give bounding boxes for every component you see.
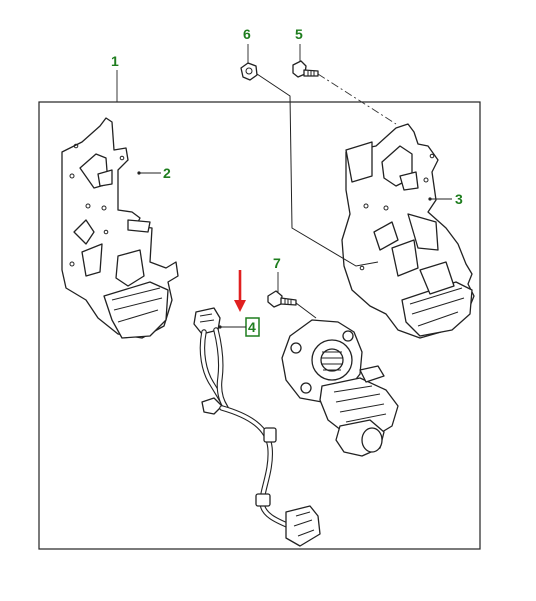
fitting-line-7 xyxy=(295,302,317,319)
callout-7: 7 xyxy=(273,255,281,271)
nut-6 xyxy=(240,62,258,81)
callout-5: 5 xyxy=(295,26,303,42)
callout-2-dot xyxy=(137,171,141,175)
assembly-frame xyxy=(38,101,481,550)
left-bracket xyxy=(61,117,179,339)
callout-4-dot xyxy=(218,325,222,329)
fitting-line-5 xyxy=(317,73,397,125)
callout-3: 3 xyxy=(455,191,463,207)
callout-6: 6 xyxy=(243,26,251,42)
motor-actuator xyxy=(281,319,399,457)
wiring-harness xyxy=(193,307,321,547)
arrow-down-icon xyxy=(234,270,246,312)
callout-3-dot xyxy=(428,197,432,201)
fitting-line-6 xyxy=(256,73,379,267)
screw-5 xyxy=(292,60,319,78)
callout-4: 4 xyxy=(248,319,256,335)
callout-1: 1 xyxy=(111,53,119,69)
callout-2: 2 xyxy=(163,165,171,181)
right-bracket xyxy=(341,123,475,339)
screw-7 xyxy=(267,290,297,308)
